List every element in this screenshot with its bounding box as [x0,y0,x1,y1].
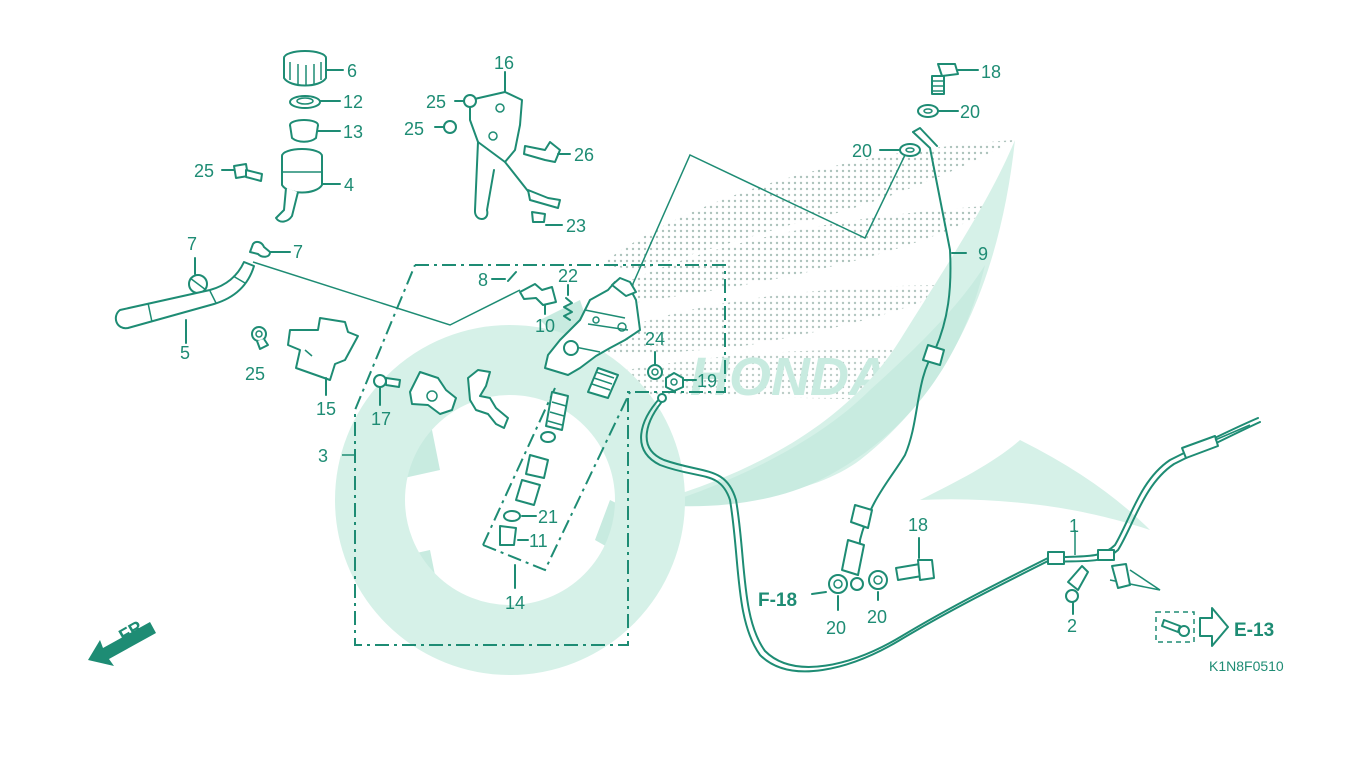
callout-15: 15 [316,399,336,419]
master-cylinder [544,277,641,376]
callout-4: 4 [344,175,354,195]
callout-11: 11 [529,531,548,551]
clutch-cable [640,393,1053,673]
callout-7-b: 7 [293,242,303,262]
washer-20-left [811,574,848,611]
callout-labels: 6 12 13 4 25 7 7 5 25 15 17 3 16 25 25 2… [180,53,1079,638]
nut-25-b [434,120,457,134]
callout-5: 5 [180,343,190,363]
callout-20-b: 20 [852,141,872,161]
reservoir-plate [289,95,341,109]
callout-19: 19 [697,371,717,391]
hose-clip-left [188,257,208,294]
callout-14: 14 [505,593,525,613]
callout-23: 23 [566,216,586,236]
washer-20-right [868,570,888,601]
bolt-18-top [931,63,979,95]
lever-pivot [409,371,457,415]
bolt-25-left [251,326,269,350]
callout-20-d: 20 [867,607,887,627]
callout-22: 22 [558,266,578,286]
bolt-23 [531,211,563,226]
lever-arm [467,369,509,429]
callout-6: 6 [347,61,357,81]
callout-25-c: 25 [426,92,446,112]
callout-2: 2 [1067,616,1077,636]
reference-e13[interactable]: E-13 [1234,620,1274,641]
arrow-right-outline-icon [1199,607,1229,647]
callout-25-d: 25 [404,119,424,139]
callout-18-a: 18 [981,62,1001,82]
callout-17: 17 [371,409,391,429]
reservoir-diaphragm [289,119,341,143]
bolt-18-low [895,537,935,581]
diagram-code: K1N8F0510 [1209,658,1284,674]
reservoir-hose [114,261,255,344]
callout-18-b: 18 [908,515,928,535]
callout-10: 10 [535,316,555,336]
callout-16: 16 [494,53,514,73]
nut-19 [665,372,697,392]
hose-joint [519,283,557,315]
callout-26: 26 [574,145,594,165]
washer-20-mid [879,143,921,157]
spring-22 [563,284,573,321]
brake-hose [841,127,967,591]
reservoir-bracket [469,71,561,220]
nut-25-a [454,94,477,108]
callout-24: 24 [645,329,665,349]
callout-8: 8 [478,270,488,290]
hose-clip-upper [249,240,291,258]
boot-cover [287,317,359,396]
callout-3: 3 [318,446,328,466]
callout-20-c: 20 [826,618,846,638]
reference-f18[interactable]: F-18 [758,590,797,611]
bolt-e13 [1155,611,1195,643]
callout-9: 9 [978,244,988,264]
honda-wing-watermark: HONDA [335,140,1150,675]
leader-lines [252,153,1161,591]
bolt-26 [523,141,571,163]
callout-1: 1 [1069,516,1079,536]
callout-21: 21 [538,507,558,527]
reservoir-tank [275,148,341,223]
callout-25-a: 25 [194,161,214,181]
callout-12: 12 [343,92,363,112]
reservoir-cap [283,50,344,87]
callout-25-b: 25 [245,364,265,384]
washer-24 [647,351,663,380]
callout-7-a: 7 [187,234,197,254]
callout-13: 13 [343,122,363,142]
callout-20-a: 20 [960,102,980,122]
piston-kit [499,367,619,589]
pin-8 [491,271,517,282]
bolt-17 [373,374,401,406]
washer-20-top [917,104,959,118]
arrow-left-down-icon [88,622,156,666]
throttle-cable [1047,417,1261,589]
clip-2 [1065,565,1089,615]
group-boxes [354,264,726,646]
bolt-25-top [221,163,263,182]
